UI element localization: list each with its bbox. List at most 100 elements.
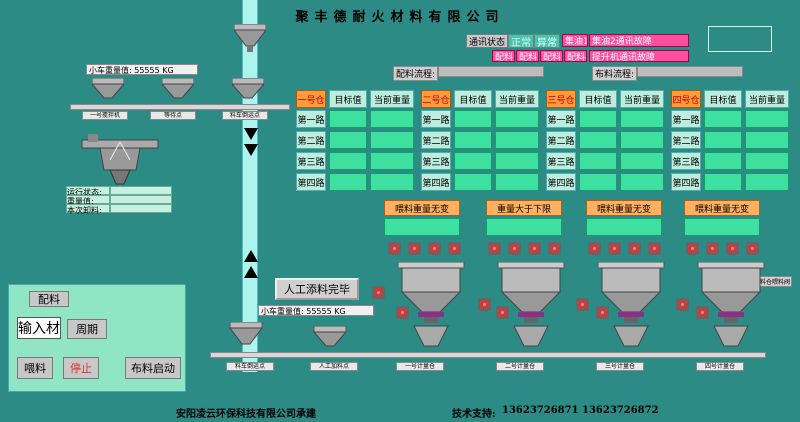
panel-title: 配料 (29, 291, 69, 307)
valve-bin3-4[interactable] (648, 242, 661, 255)
mixer-machine (81, 134, 159, 185)
bin3-target-2 (579, 131, 617, 149)
alarm-value-3 (586, 218, 662, 236)
weigh-hopper-3 (597, 262, 665, 347)
bin1-target-4 (329, 173, 367, 191)
alarm-bin2: 重量大于下限 (486, 200, 562, 216)
comm-abnormal-indicator: 异常 (534, 34, 560, 48)
fault-batch1: 配料1 (492, 50, 515, 62)
cart-weight-mid: 小车重量值: 55555 KG (258, 305, 374, 316)
side-valve-2[interactable] (478, 298, 491, 311)
bin2-current-3 (495, 152, 539, 170)
waiting-hopper (162, 78, 194, 99)
feed-flow-value (637, 66, 743, 77)
stop-button[interactable]: 停止 (63, 357, 99, 379)
discharge-valve-4[interactable] (696, 306, 709, 319)
transfer-hopper-bottom (229, 322, 263, 345)
alarm-bin3: 喂料重量无变 (586, 200, 662, 216)
up-arrows-icon (244, 250, 258, 278)
manual-add-done-button[interactable]: 人工添料完毕 (275, 278, 359, 300)
side-valve-4[interactable] (676, 298, 689, 311)
footer-support-label: 技术支持: (452, 409, 496, 420)
valve-bin4-3[interactable] (726, 242, 739, 255)
valve-bin2-1[interactable] (488, 242, 501, 255)
fault-batch4: 配料4 (564, 50, 587, 62)
alarm-value-1 (384, 218, 460, 236)
discharge-valve-1[interactable] (396, 306, 409, 319)
valve-bin1-3[interactable] (428, 242, 441, 255)
run-status-value (110, 186, 172, 195)
bin4-current-2 (745, 131, 789, 149)
weigh-hopper-1 (397, 262, 465, 347)
valve-bin1-1[interactable] (388, 242, 401, 255)
batch-label: 本次卸料: (66, 204, 110, 215)
top-conveyor-label-mixer: 一号搅拌机 (82, 111, 128, 120)
bin2-current-header: 当前重量 (495, 90, 539, 108)
bin1-road-4: 第四路 (296, 173, 326, 191)
fault-batch2: 配料2 (516, 50, 539, 62)
valve-bin2-4[interactable] (548, 242, 561, 255)
side-valve-1[interactable] (372, 286, 385, 299)
bottom-conveyor-label-3: 一号计量仓 (396, 362, 444, 371)
bottom-conveyor-label-2: 人工加料点 (310, 362, 358, 371)
weight-value (110, 195, 172, 204)
fault-batch3: 配料3 (540, 50, 563, 62)
bin4-target-header: 目标值 (704, 90, 742, 108)
bin3-current-3 (620, 152, 664, 170)
discharge-valve-2[interactable] (496, 306, 509, 319)
valve-bin4-2[interactable] (706, 242, 719, 255)
bin3-target-header: 目标值 (579, 90, 617, 108)
bin2-current-4 (495, 173, 539, 191)
transfer-hopper-top (232, 78, 264, 99)
bin3-current-2 (620, 131, 664, 149)
valve-bin4-4[interactable] (746, 242, 759, 255)
bin3-road-3: 第三路 (546, 152, 576, 170)
footer-company: 安阳凌云环保科技有限公司承建 (176, 409, 316, 420)
bin2-current-1 (495, 110, 539, 128)
bin4-road-4: 第四路 (671, 173, 701, 191)
bin4-target-2 (704, 131, 742, 149)
alarm-bin1: 喂料重量无变 (384, 200, 460, 216)
period-input[interactable]: 输入材 (17, 317, 61, 339)
bin2-road-1: 第一路 (421, 110, 451, 128)
valve-bin4-1[interactable] (686, 242, 699, 255)
bin1-target-3 (329, 152, 367, 170)
weight-label: 重量值: (66, 195, 110, 206)
top-conveyor-track (70, 104, 290, 110)
valve-bin3-2[interactable] (608, 242, 621, 255)
valve-bin3-3[interactable] (628, 242, 641, 255)
period-label: 周期 (67, 319, 107, 339)
bottom-conveyor-label-5: 三号计量仓 (596, 362, 644, 371)
bin4-current-header: 当前重量 (745, 90, 789, 108)
feed-button[interactable]: 喂料 (17, 357, 53, 379)
fault-oil1: 集油1 (562, 34, 588, 47)
bin3-name: 三号仓 (546, 90, 576, 108)
side-valve-3[interactable] (576, 298, 589, 311)
comm-status-label: 通讯状态 (466, 34, 508, 48)
elevator-top-hopper (234, 24, 266, 52)
bin4-current-4 (745, 173, 789, 191)
bin2-target-1 (454, 110, 492, 128)
bin3-road-4: 第四路 (546, 173, 576, 191)
valve-bin2-3[interactable] (528, 242, 541, 255)
bin4-road-3: 第三路 (671, 152, 701, 170)
bin3-road-1: 第一路 (546, 110, 576, 128)
valve-bin1-4[interactable] (448, 242, 461, 255)
valve-bin3-1[interactable] (588, 242, 601, 255)
bottom-conveyor-label-4: 二号计量仓 (496, 362, 544, 371)
footer-phone2: 13623726872 (582, 405, 659, 416)
bin1-name: 一号仓 (296, 90, 326, 108)
valve-bin2-2[interactable] (508, 242, 521, 255)
footer-phone1: 13623726871 (502, 405, 579, 416)
bin1-target-1 (329, 110, 367, 128)
bin1-target-2 (329, 131, 367, 149)
bin3-target-1 (579, 110, 617, 128)
bin1-road-3: 第三路 (296, 152, 326, 170)
bottom-conveyor-label-6: 四号计量仓 (696, 362, 744, 371)
bin4-name: 四号仓 (671, 90, 701, 108)
discharge-valve-3[interactable] (596, 306, 609, 319)
start-feeding-button[interactable]: 布料启动 (125, 357, 181, 379)
valve-bin1-2[interactable] (408, 242, 421, 255)
recipe-flow-value (438, 66, 544, 77)
mixer-hopper (92, 78, 124, 99)
